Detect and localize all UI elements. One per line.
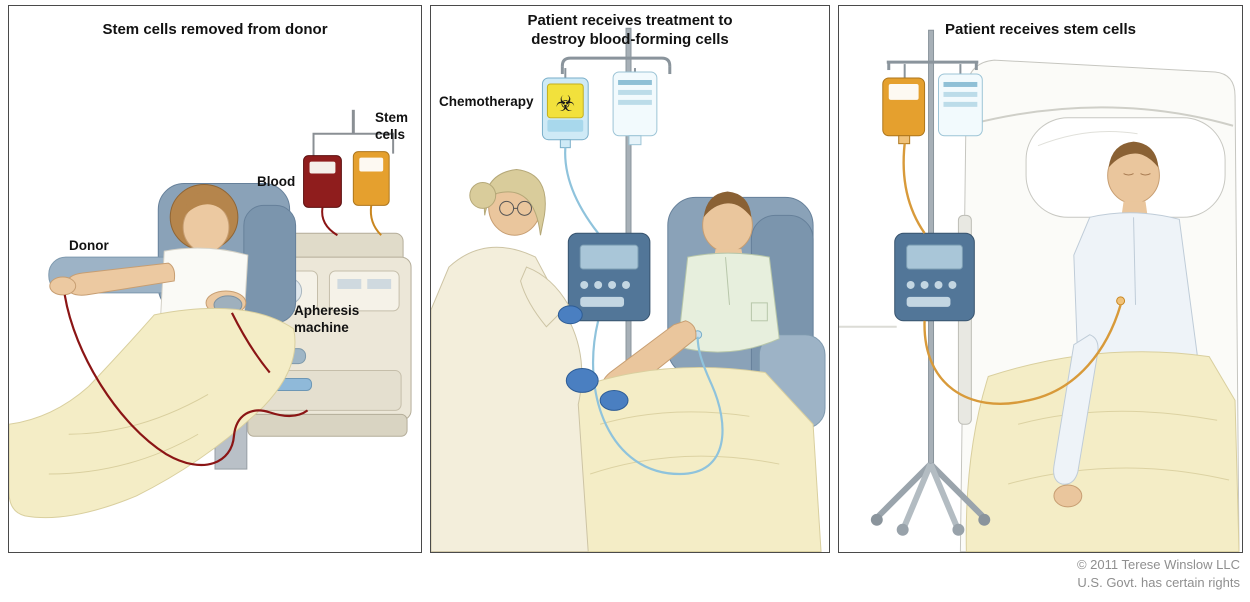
patient [601, 191, 780, 399]
treatment-illustration: ☣ [431, 27, 826, 552]
blood-bag [303, 155, 342, 208]
infusion-illustration [839, 29, 1240, 552]
infusion-pump [894, 232, 975, 322]
label-apheresis-machine: Apheresis machine [294, 303, 360, 335]
nurse [431, 169, 629, 552]
panel-donor: Stem cells removed from donor [8, 5, 422, 553]
credit-line-1: © 2011 Terese Winslow LLC [1076, 557, 1240, 572]
patient-arm [1053, 334, 1099, 508]
infusion-pump [567, 232, 651, 322]
patient-blanket [547, 366, 822, 552]
panel-treatment: Patient receives treatment to destroy bl… [430, 5, 830, 553]
biohazard-icon: ☣ [556, 91, 576, 116]
apheresis-tubing [63, 294, 309, 467]
glasses-icon [499, 200, 532, 216]
panel-donor-title: Stem cells removed from donor [102, 21, 328, 38]
panel-infusion-title: Patient receives stem cells [945, 21, 1136, 38]
saline-bag [612, 68, 658, 146]
donor-illustration [9, 109, 412, 519]
credit-line-2: U.S. Govt. has certain rights [1077, 575, 1240, 591]
stem-cell-tubing [902, 143, 1122, 405]
saline-bag [938, 64, 983, 137]
donor-blanket [9, 307, 296, 519]
stem-cell-bag [352, 151, 390, 206]
collection-bags [303, 109, 395, 237]
chemotherapy-bag: ☣ [541, 68, 589, 149]
panel-treatment-title: Patient receives treatment to destroy bl… [527, 12, 733, 48]
label-blood: Blood [257, 174, 296, 189]
patient [1073, 141, 1198, 371]
panel-infusion: Patient receives stem cells [838, 5, 1243, 553]
stem-cell-bag [882, 64, 926, 145]
label-stem-cells: Stem cells [375, 110, 409, 142]
label-donor: Donor [69, 238, 109, 253]
copyright-credit: © 2011 Terese Winslow LLC U.S. Govt. has… [1077, 556, 1240, 592]
iv-tubing [564, 147, 724, 476]
label-chemotherapy: Chemotherapy [439, 94, 534, 109]
patient-blanket [965, 351, 1240, 552]
